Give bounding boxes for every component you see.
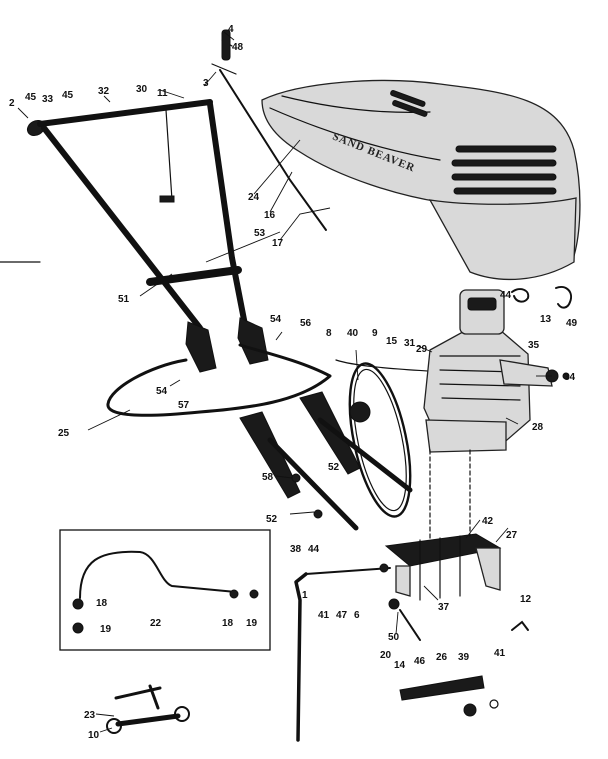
engine-mount-bracket	[384, 449, 502, 601]
callout-54-low: 54	[156, 386, 168, 397]
callout-45-top: 45	[62, 90, 74, 101]
callout-58: 58	[262, 472, 274, 483]
callout-4: 4	[228, 24, 234, 35]
callout-1: 1	[302, 590, 308, 601]
callout-26: 26	[436, 652, 448, 663]
callout-20: 20	[380, 650, 392, 661]
callout-38: 38	[290, 544, 302, 555]
callout-17: 17	[272, 238, 284, 249]
callout-40: 40	[347, 328, 359, 339]
callout-35: 35	[528, 340, 540, 351]
callout-6: 6	[354, 610, 360, 621]
callout-8-top: 8	[326, 328, 332, 339]
tool-kit	[106, 684, 190, 734]
callout-28: 28	[532, 422, 544, 433]
callout-46: 46	[414, 656, 426, 667]
callout-56: 56	[300, 318, 312, 329]
bail-loop	[106, 343, 332, 417]
callout-18-right: 18	[222, 618, 234, 629]
callout-42: 42	[482, 516, 494, 527]
callout-14: 14	[394, 660, 406, 671]
callout-2: 2	[9, 98, 15, 109]
shift-lever	[294, 563, 391, 742]
callout-53: 53	[254, 228, 266, 239]
inset-detail-box	[59, 529, 271, 651]
callout-22: 22	[150, 618, 162, 629]
engine-shroud: SAND BEAVER	[261, 79, 581, 280]
callout-44-low: 44	[308, 544, 320, 555]
callout-19-right: 19	[246, 618, 258, 629]
callout-52-top: 52	[328, 462, 340, 473]
engine-block	[423, 286, 572, 453]
callout-45-left: 45	[25, 92, 37, 103]
callout-39: 39	[458, 652, 470, 663]
handle-frame	[26, 99, 269, 373]
callout-leaders	[17, 31, 552, 733]
callout-18-top: 18	[96, 598, 108, 609]
callout-57: 57	[178, 400, 190, 411]
callout-49: 49	[566, 318, 578, 329]
tine-assembly	[239, 391, 413, 531]
shroud-louvers	[390, 90, 557, 195]
callout-labels: 4 48 3 2 45 45 33 32 30 11 24 16 17 53 5…	[9, 24, 578, 741]
callout-31: 31	[404, 338, 416, 349]
drive-pulley-belt	[335, 359, 441, 518]
callout-37: 37	[438, 602, 450, 613]
callout-54-top: 54	[270, 314, 282, 325]
callout-11: 11	[157, 88, 168, 99]
callout-10: 10	[88, 730, 100, 741]
callout-52-low: 52	[266, 514, 278, 525]
callout-13: 13	[540, 314, 552, 325]
callout-47: 47	[336, 610, 348, 621]
callout-41-rod: 41	[318, 610, 330, 621]
callout-32: 32	[98, 86, 110, 97]
callout-51: 51	[118, 294, 130, 305]
callout-27: 27	[506, 530, 518, 541]
small-hardware	[388, 598, 529, 717]
callout-16: 16	[264, 210, 276, 221]
callout-19-left: 19	[100, 624, 112, 635]
callout-9: 9	[372, 328, 378, 339]
callout-30: 30	[136, 84, 148, 95]
throttle-rod	[211, 29, 327, 231]
callout-34: 34	[564, 372, 576, 383]
callout-23: 23	[84, 710, 96, 721]
callout-12: 12	[520, 594, 532, 605]
callout-24: 24	[248, 192, 260, 203]
callout-29: 29	[416, 344, 428, 355]
callout-25: 25	[58, 428, 70, 439]
callout-15: 15	[386, 336, 398, 347]
callout-44-engine: 44	[500, 290, 512, 301]
callout-48: 48	[232, 42, 244, 53]
callout-50: 50	[388, 632, 400, 643]
callout-41-right: 41	[494, 648, 506, 659]
callout-33: 33	[42, 94, 54, 105]
callout-3: 3	[203, 78, 209, 89]
